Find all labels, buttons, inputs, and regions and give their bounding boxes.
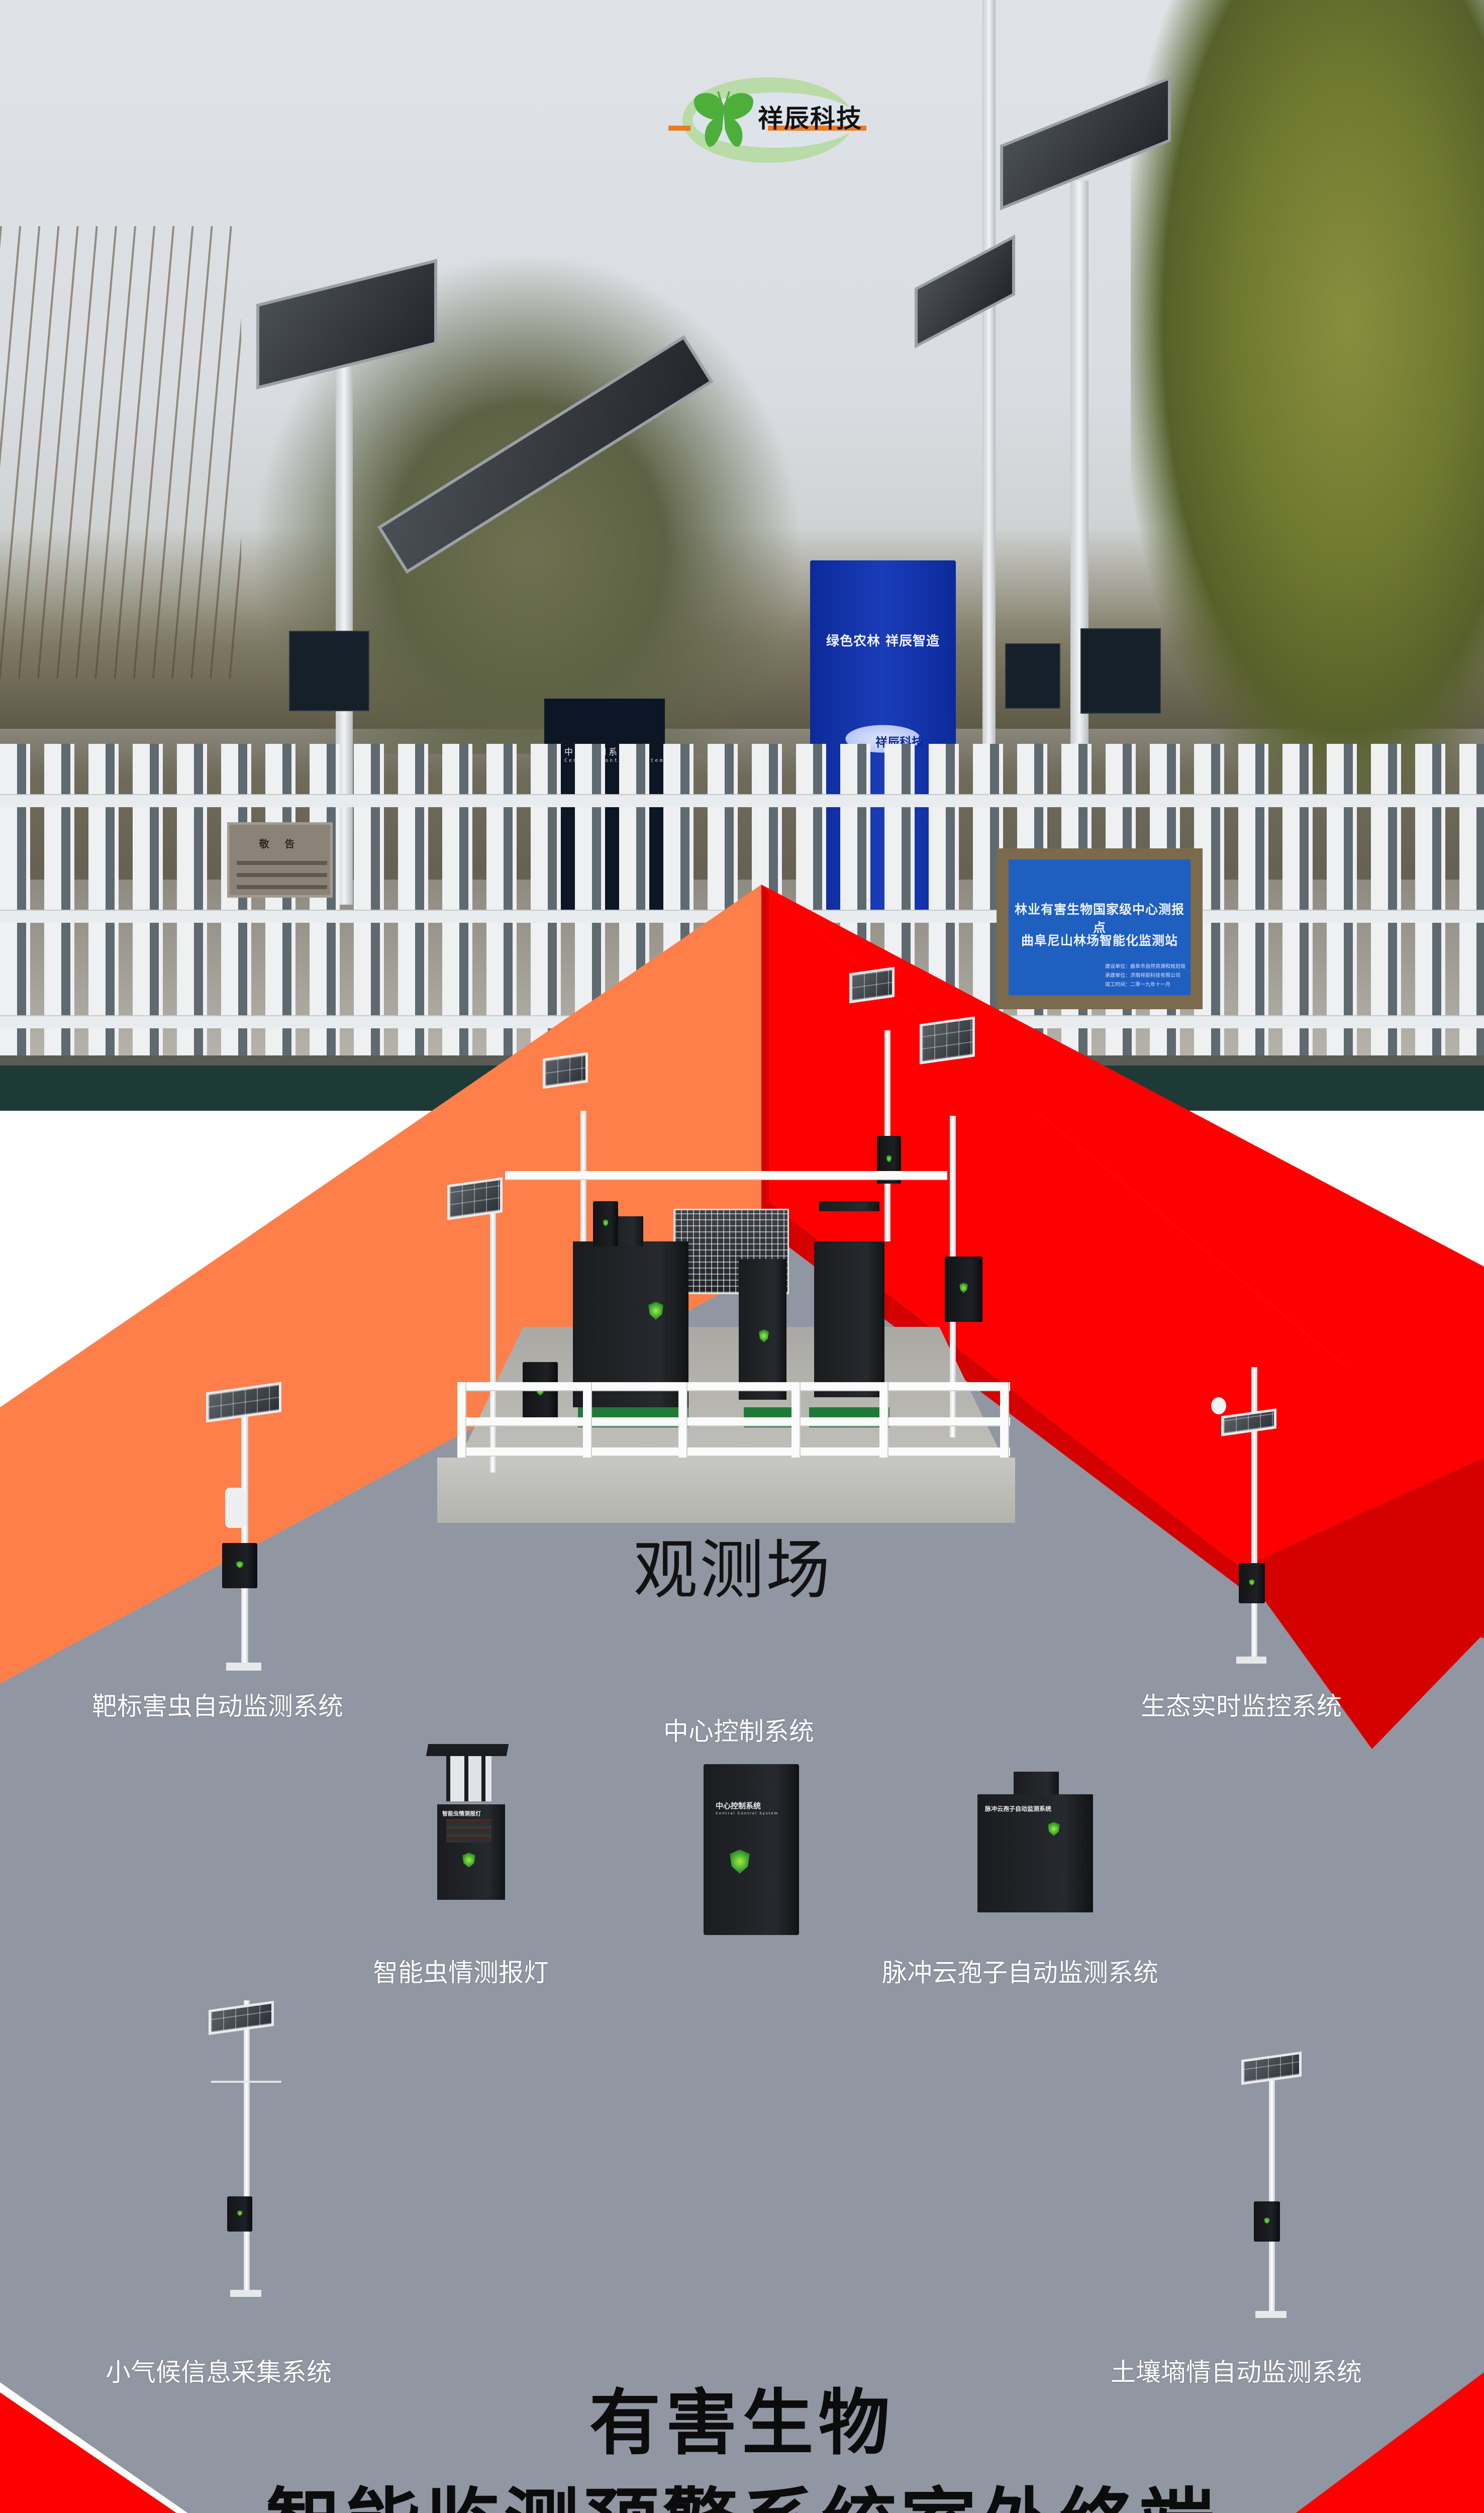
solar-panel [920, 1016, 975, 1065]
station-sign-detail: 竣工时间：二零一九年十一月 [1105, 982, 1170, 988]
system-label-insect-lamp: 智能虫情测报灯 [373, 1958, 549, 1987]
brand-logo-text: 祥辰科技 [758, 104, 862, 133]
insect-lamp [814, 1241, 884, 1397]
micro-climate-render [201, 1990, 291, 2312]
spore-cabinet [573, 1241, 688, 1407]
spore-monitor-render: 脉冲云孢子自动监测系统 [977, 1772, 1098, 1912]
eco-monitor-render [1201, 1357, 1292, 1679]
brand-logo: 祥辰科技 [662, 72, 873, 168]
camera-icon [1211, 1397, 1226, 1414]
system-label-micro-climate: 小气候信息采集系统 [106, 2358, 332, 2387]
hero-photo: 祥辰科技 绿色农林 祥辰智造 祥辰科技 中心控制系统 Central Contr… [0, 0, 1484, 1111]
white-fence [0, 744, 1484, 1066]
notice-sign: 敬 告 [227, 822, 333, 898]
station-sign-detail: 建设单位：曲阜市自然资源和规划局 [1105, 964, 1185, 970]
solar-panel [543, 1052, 588, 1089]
banner-slogan: 绿色农林 祥辰智造 [826, 634, 940, 649]
observation-field-title: 观测场 [633, 1533, 833, 1608]
butterfly-icon [694, 91, 754, 147]
system-label-central-control: 中心控制系统 [663, 1717, 814, 1746]
central-control-cabinet-render: 中心控制系统 Central Control System [704, 1764, 799, 1935]
main-title-line1: 有害生物 [589, 2382, 895, 2465]
solar-panel [849, 966, 895, 1004]
insect-lamp-render: 智能虫情测报灯 [426, 1744, 513, 1910]
main-title-line2: 智能监测预警系统室外终端 [0, 2463, 1484, 2513]
fence-base [0, 1055, 1484, 1111]
system-label-spore-monitor: 脉冲云孢子自动监测系统 [882, 1958, 1158, 1987]
soil-moisture-render [1226, 2051, 1317, 2332]
autumn-tree-right [1131, 0, 1484, 804]
station-sign: 林业有害生物国家级中心测报点 曲阜尼山林场智能化监测站 建设单位：曲阜市自然资源… [997, 848, 1203, 1009]
station-sign-detail: 承建单位：济南祥辰科技有限公司 [1105, 973, 1180, 979]
bare-trees-left [0, 226, 241, 679]
system-label-soil-moisture: 土壤墒情自动监测系统 [1111, 2358, 1362, 2387]
control-cabinet [739, 1259, 786, 1400]
station-sign-line2: 曲阜尼山林场智能化监测站 [1021, 933, 1178, 948]
target-pest-render [201, 1367, 291, 1679]
camera-pole [982, 0, 996, 880]
control-box-right-1 [1005, 643, 1060, 709]
system-label-eco-monitor: 生态实时监控系统 [1141, 1692, 1342, 1721]
shield-logo-icon [730, 1850, 750, 1874]
system-label-target-pest: 靶标害虫自动监测系统 [92, 1692, 343, 1721]
control-box-left [289, 631, 369, 711]
notice-heading: 敬 告 [259, 838, 301, 850]
control-box-right-2 [1080, 628, 1161, 714]
observation-field-render [427, 966, 1030, 1528]
solar-panel-mid [915, 234, 1015, 349]
